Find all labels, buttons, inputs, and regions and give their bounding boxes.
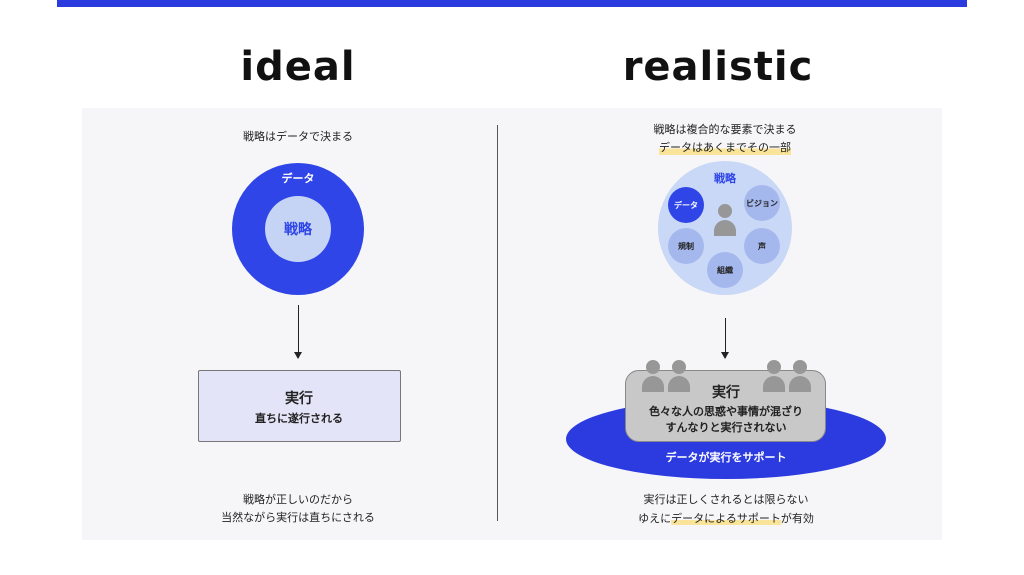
strategy-circle: 戦略 (265, 196, 331, 262)
support-label: データが実行をサポート (665, 451, 787, 464)
realistic-footer-1: 実行は正しくされるとは限らない (643, 493, 809, 506)
ideal-title: ideal (240, 44, 356, 90)
footer-pre: ゆえに (638, 512, 672, 525)
content-panel (82, 108, 942, 540)
person-icon (789, 360, 811, 392)
execution-title: 実行 (712, 385, 740, 401)
execution-sub: 直ちに遂行される (255, 412, 343, 425)
person-icon (714, 204, 736, 236)
divider (497, 125, 498, 521)
realistic-caption-1: 戦略は複合的な要素で決まる (653, 123, 797, 136)
factor-data: データ (668, 187, 704, 223)
factor-vision: ビジョン (744, 185, 780, 221)
footer-post: が有効 (780, 512, 814, 525)
person-icon (642, 360, 664, 392)
person-icon (668, 360, 690, 392)
realistic-footer-2: ゆえにデータによるサポートが有効 (638, 510, 814, 526)
factor-organization: 組織 (707, 252, 743, 288)
factor-regulation: 規制 (668, 228, 704, 264)
ideal-caption: 戦略はデータで決まる (243, 130, 353, 143)
execution-title: 実行 (285, 391, 313, 407)
realistic-caption-2: データはあくまでその一部 (659, 139, 791, 155)
execution-sub-2: すんなりと実行されない (665, 421, 787, 434)
arrow-down-icon (294, 305, 302, 359)
ideal-footer-1: 戦略が正しいのだから (243, 493, 353, 506)
footer-highlight: データによるサポート (671, 512, 781, 525)
execution-box (198, 370, 401, 442)
person-icon (763, 360, 785, 392)
strategy-label: 戦略 (714, 172, 736, 185)
arrow-down-icon (721, 318, 729, 359)
top-accent-bar (57, 0, 967, 7)
factor-voice: 声 (744, 228, 780, 264)
data-label: データ (281, 172, 315, 185)
ideal-footer-2: 当然ながら実行は直ちにされる (221, 511, 375, 524)
execution-sub-1: 色々な人の思惑や事情が混ざり (649, 405, 803, 418)
realistic-title: realistic (622, 44, 814, 90)
